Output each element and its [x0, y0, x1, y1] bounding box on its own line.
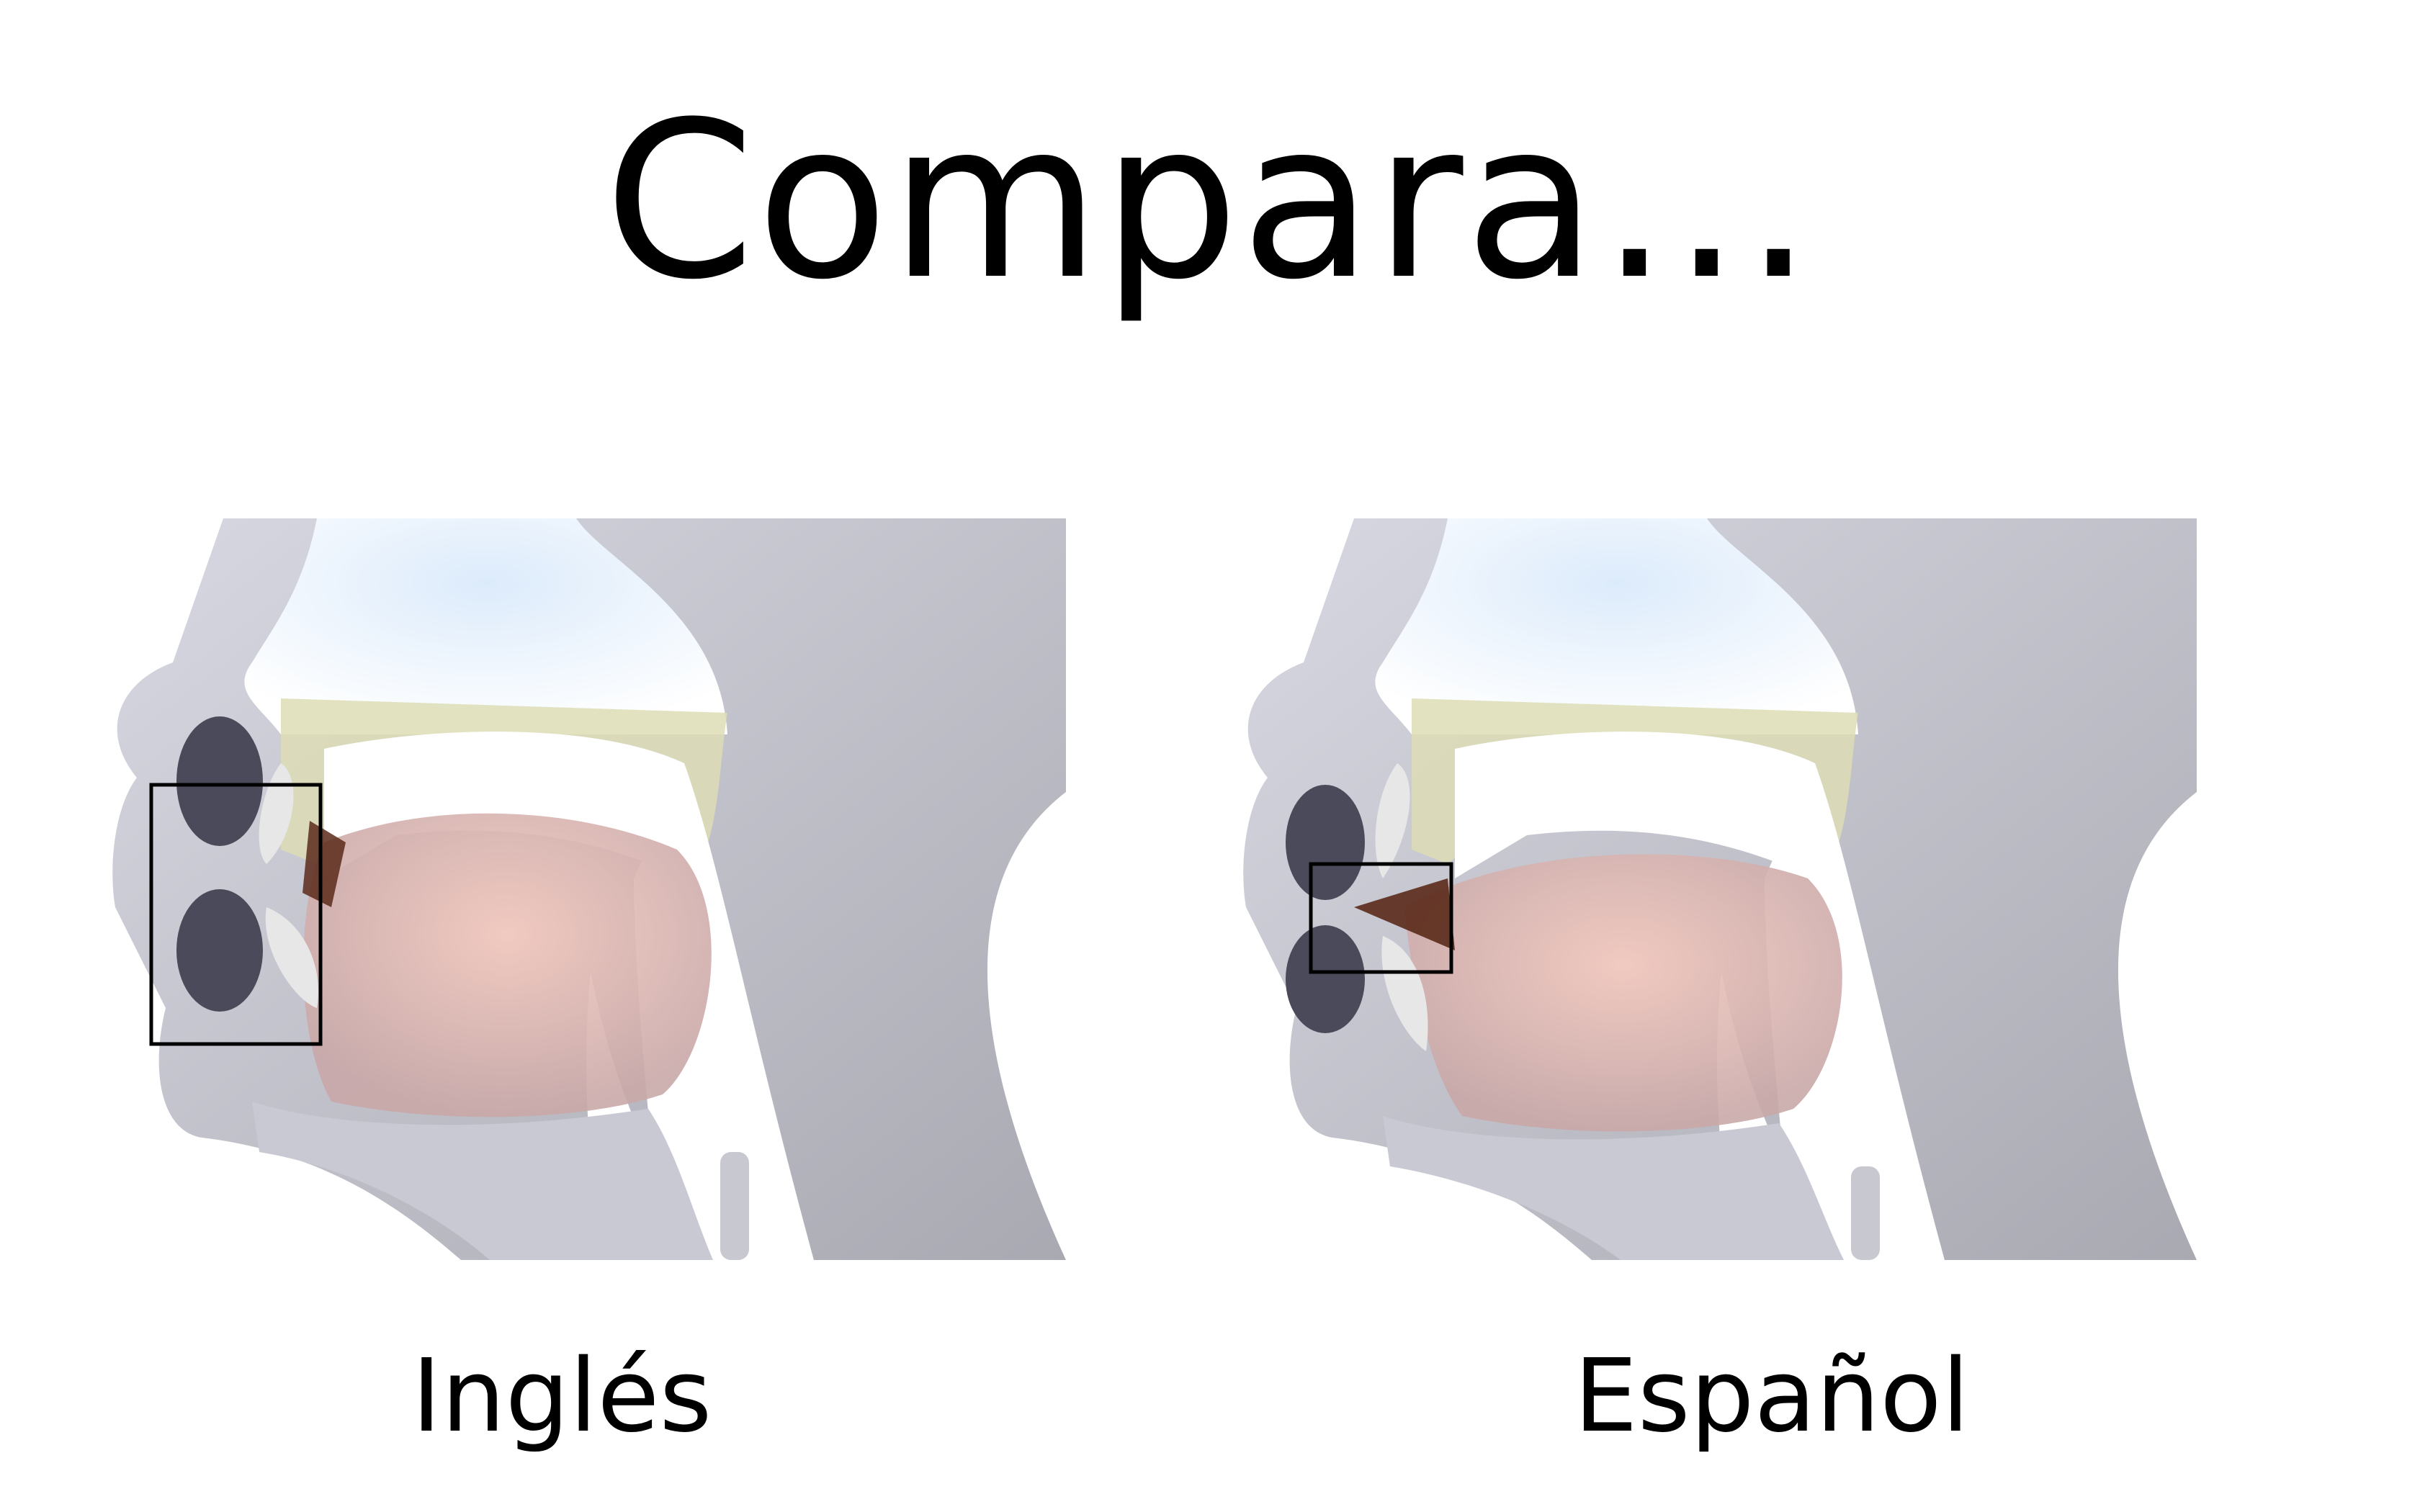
upper-teeth — [259, 763, 294, 864]
tongue — [1404, 854, 1842, 1132]
upper-lip — [1286, 785, 1365, 900]
nasal-cavity — [244, 518, 727, 734]
tongue-tip-highlight-box — [1309, 862, 1453, 974]
lower-jaw — [1383, 1116, 1844, 1260]
vocal-tract-illustration-english — [112, 518, 1066, 1260]
diagram-spanish — [1217, 504, 2262, 1296]
lower-teeth — [1381, 936, 1428, 1051]
tongue — [303, 813, 712, 1117]
page-title: Compara… — [604, 76, 1816, 327]
upper-teeth — [1375, 763, 1410, 878]
oral-cavity — [1455, 732, 1815, 878]
lower-jaw — [252, 1102, 713, 1260]
tongue-tip-contact — [302, 821, 346, 907]
diagram-english — [86, 504, 1131, 1296]
caption-spanish: Español — [1574, 1338, 1970, 1455]
lower-lip — [1286, 925, 1365, 1033]
lower-lip — [176, 889, 263, 1012]
upper-lip — [176, 716, 263, 846]
nasal-cavity — [1375, 518, 1858, 734]
caption-english: Inglés — [411, 1338, 712, 1455]
larynx — [720, 1152, 749, 1260]
vocal-tract-illustration-spanish — [1243, 518, 2197, 1260]
lower-teeth — [265, 907, 318, 1008]
lip-highlight-box — [149, 783, 323, 1046]
larynx — [1851, 1166, 1880, 1260]
tongue-tip-contact — [1354, 878, 1455, 950]
